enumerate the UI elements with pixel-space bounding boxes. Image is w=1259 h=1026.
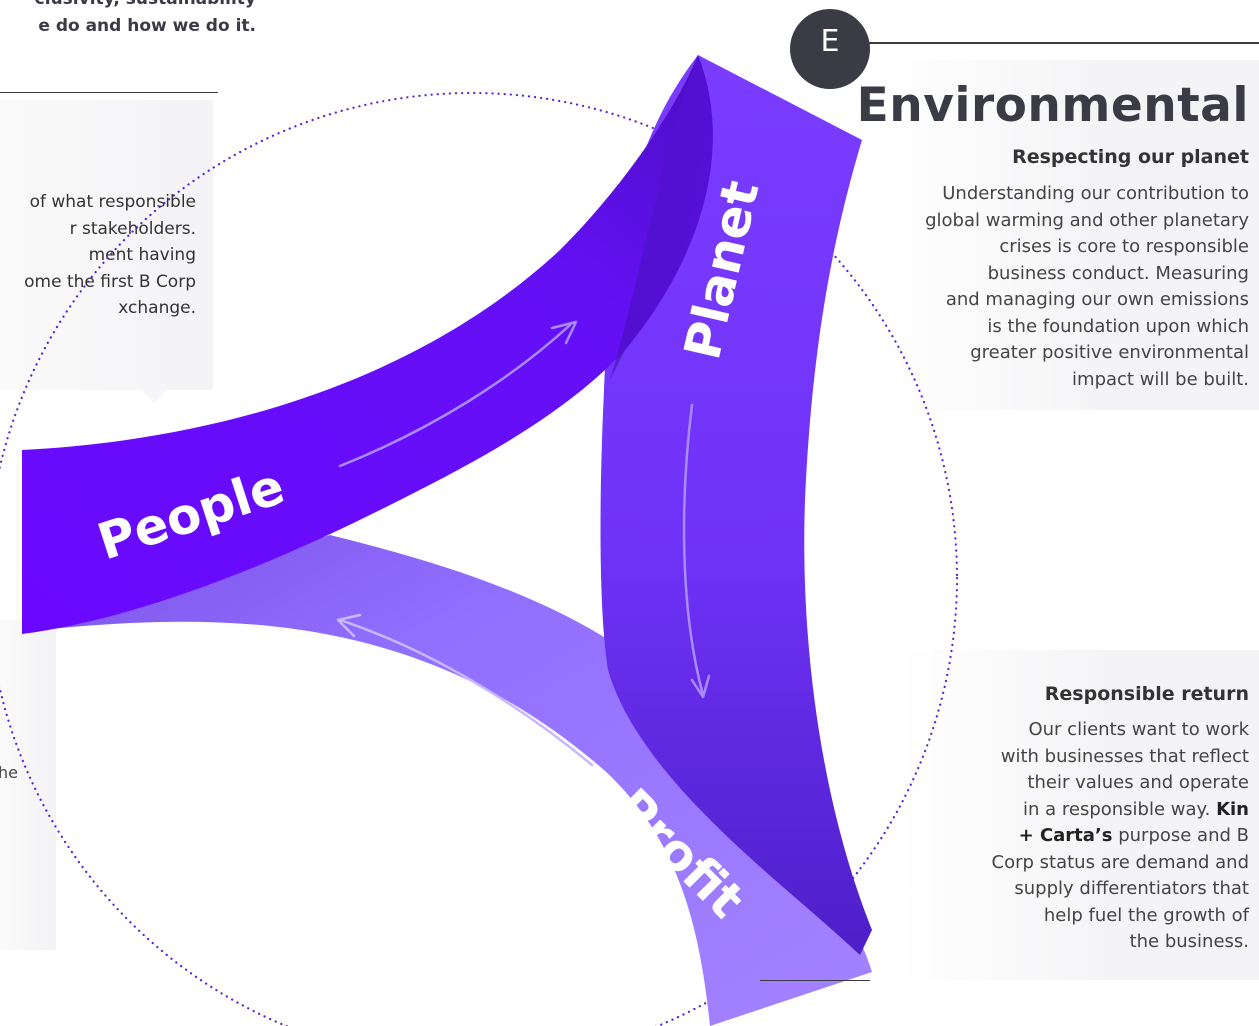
environmental-badge: E (790, 9, 870, 89)
left-bottom-fragment: he (0, 763, 18, 782)
env-line: greater positive environmental (970, 342, 1249, 363)
env-line: business conduct. Measuring (987, 262, 1249, 284)
intro-text: clusivity, sustainability e do and how w… (0, 0, 256, 40)
rr-line: supply differentiators that (1014, 878, 1249, 899)
left-line: of what responsible (29, 192, 196, 212)
responsible-return-panel (900, 650, 1259, 980)
rr-line-text: purpose and B (1112, 825, 1249, 846)
rr-line: the business. (1129, 931, 1249, 952)
intro-line-1: clusivity, sustainability (0, 0, 256, 13)
planet-arrow (682, 403, 711, 699)
rr-line: their values and operate (1027, 772, 1249, 793)
left-lower-panel (0, 620, 56, 950)
people-fold-shadow (610, 55, 713, 380)
env-line: crises is core to responsible (999, 236, 1249, 257)
left-line: r stakeholders. (69, 218, 196, 239)
people-arrow (338, 320, 578, 468)
respecting-planet-heading: Respecting our planet (1012, 146, 1249, 168)
responsible-return-heading: Responsible return (1044, 683, 1249, 705)
rr-line: Our clients want to work (1028, 719, 1249, 740)
rr-line: with businesses that reflect (1000, 745, 1249, 767)
rr-line: in a responsible way. Kin (949, 797, 1249, 824)
company-name-part: Kin (1216, 798, 1249, 820)
left-body-text: of what responsible r stakeholders. ment… (0, 189, 196, 322)
intro-line-2: e do and how we do it. (38, 16, 256, 36)
people-ribbon (22, 55, 713, 634)
rr-line-text: in a responsible way. (1022, 798, 1217, 820)
profit-arrow (336, 613, 594, 767)
responsible-return-body: Our clients want to work with businesses… (949, 717, 1249, 956)
env-line: global warming and other planetary (925, 209, 1249, 231)
dotted-circle (0, 92, 958, 1026)
left-line: ome the first B Corp (24, 271, 196, 292)
left-panel-pointer (140, 388, 168, 404)
rr-line: Corp status are demand and (991, 851, 1249, 873)
rr-line: + Carta’s purpose and B (949, 823, 1249, 850)
env-line: Understanding our contribution to (942, 183, 1249, 204)
env-line: is the foundation upon which (987, 315, 1249, 337)
env-line: and managing our own emissions (945, 289, 1249, 310)
environmental-title: Environmental (856, 78, 1249, 133)
environmental-body: Understanding our contribution to global… (889, 181, 1249, 393)
left-text-panel (0, 100, 213, 390)
left-divider (0, 92, 218, 93)
company-name-part: + Carta’s (1018, 825, 1113, 846)
rr-line: help fuel the growth of (1043, 904, 1249, 926)
left-line: xchange. (118, 298, 196, 318)
environmental-panel (880, 60, 1259, 410)
bottom-divider (760, 980, 870, 981)
env-line: impact will be built. (1072, 368, 1249, 390)
environmental-divider (865, 42, 1259, 44)
